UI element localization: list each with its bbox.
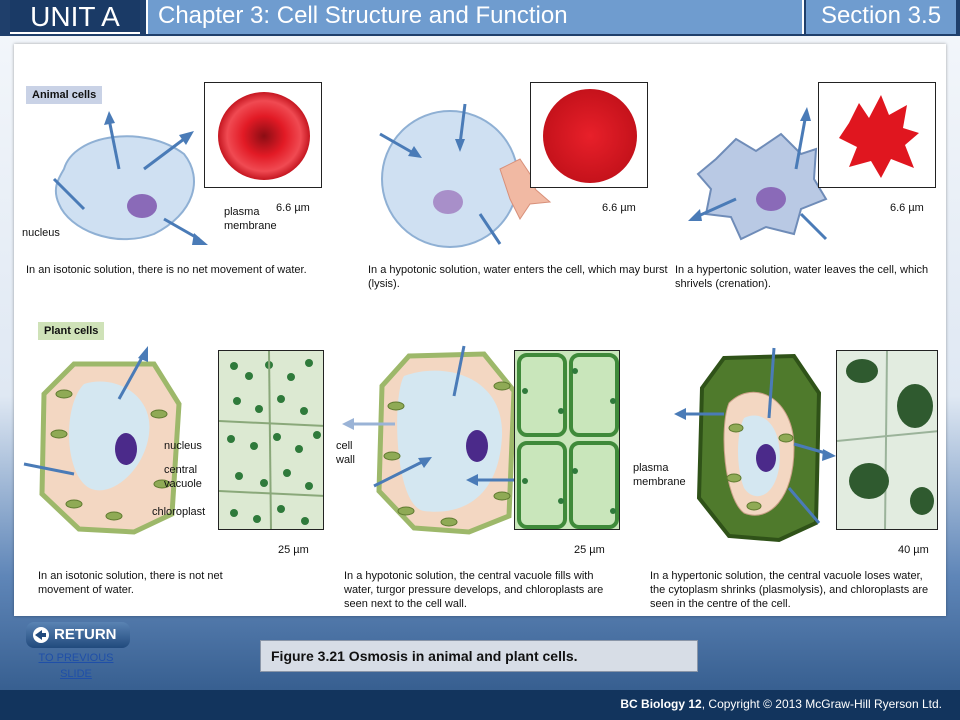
animal-isotonic-illustration bbox=[52, 111, 208, 245]
plant-hypertonic-caption: In a hypertonic solution, the central va… bbox=[650, 570, 929, 610]
plant-cellwall-label-line2: wall bbox=[336, 454, 355, 466]
plant-vacuole-label-line2: vacuole bbox=[164, 478, 202, 490]
previous-slide-link-line1: TO PREVIOUS bbox=[38, 652, 114, 664]
previous-slide-link-line2: SLIDE bbox=[60, 668, 92, 680]
previous-slide-link[interactable]: TO PREVIOUS SLIDE bbox=[28, 650, 124, 682]
plant-hypertonic-illustration bbox=[696, 347, 822, 543]
section-title: Section 3.5 bbox=[806, 0, 956, 34]
animal-cells-label: Animal cells bbox=[26, 86, 103, 104]
return-button[interactable]: RETURN bbox=[26, 622, 130, 648]
plant-plasma-label-line2: membrane bbox=[633, 476, 686, 488]
copyright-book-title: BC Biology 12 bbox=[620, 697, 702, 711]
plant-isotonic-illustration bbox=[23, 346, 182, 535]
animal-hypotonic-scale: 6.6 µm bbox=[602, 202, 636, 214]
plant-nucleus-label: nucleus bbox=[164, 440, 202, 452]
plant-isotonic-photo bbox=[218, 350, 324, 530]
cell-wall-pointer-arrow bbox=[342, 418, 395, 430]
animal-isotonic-photo bbox=[204, 82, 322, 188]
figure-caption: Figure 3.21 Osmosis in animal and plant … bbox=[260, 640, 698, 672]
return-arrow-icon bbox=[33, 627, 49, 643]
animal-hypertonic-scale: 6.6 µm bbox=[890, 202, 924, 214]
plant-cellwall-label-line1: cell bbox=[336, 440, 353, 452]
plant-hypotonic-caption: In a hypotonic solution, the central vac… bbox=[344, 570, 604, 610]
plant-cells-label: Plant cells bbox=[38, 322, 105, 340]
hypertonic-water-out-arrows bbox=[674, 408, 836, 461]
animal-isotonic-scale: 6.6 µm bbox=[276, 202, 310, 214]
animal-isotonic-caption: In an isotonic solution, there is no net… bbox=[26, 264, 307, 276]
footer-bar bbox=[0, 690, 960, 720]
plant-plasma-label-line1: plasma bbox=[633, 462, 669, 474]
plant-isotonic-caption: In an isotonic solution, there is not ne… bbox=[38, 570, 223, 596]
plant-hypotonic-photo bbox=[514, 350, 620, 530]
figure-panel: Animal cells 6.6 µm nucleus plasma membr… bbox=[14, 44, 946, 616]
unit-title: UNIT A bbox=[10, 0, 140, 34]
plant-hypotonic-illustration bbox=[373, 345, 524, 535]
animal-hypotonic-photo bbox=[530, 82, 648, 188]
animal-hypertonic-caption: In a hypertonic solution, water leaves t… bbox=[675, 264, 929, 290]
plant-chloroplast-label: chloroplast bbox=[152, 506, 206, 518]
chapter-title: Chapter 3: Cell Structure and Function bbox=[146, 0, 804, 34]
plant-hypotonic-scale: 25 µm bbox=[574, 544, 605, 556]
animal-hypertonic-photo bbox=[818, 82, 936, 188]
animal-nucleus-label: nucleus bbox=[22, 227, 60, 239]
animal-hypotonic-caption: In a hypotonic solution, water enters th… bbox=[368, 264, 668, 290]
plant-hypertonic-photo bbox=[836, 350, 938, 530]
animal-plasma-label-line1: plasma bbox=[224, 206, 260, 218]
animal-hypertonic-illustration bbox=[688, 107, 828, 241]
plant-isotonic-scale: 25 µm bbox=[278, 544, 309, 556]
copyright-text: BC Biology 12, Copyright © 2013 McGraw-H… bbox=[620, 697, 942, 711]
plant-hypertonic-scale: 40 µm bbox=[898, 544, 929, 556]
copyright-rest: , Copyright © 2013 McGraw-Hill Ryerson L… bbox=[701, 697, 942, 711]
animal-plasma-label-line2: membrane bbox=[224, 220, 277, 232]
return-button-label: RETURN bbox=[54, 626, 117, 643]
plant-vacuole-label-line1: central bbox=[164, 464, 198, 476]
